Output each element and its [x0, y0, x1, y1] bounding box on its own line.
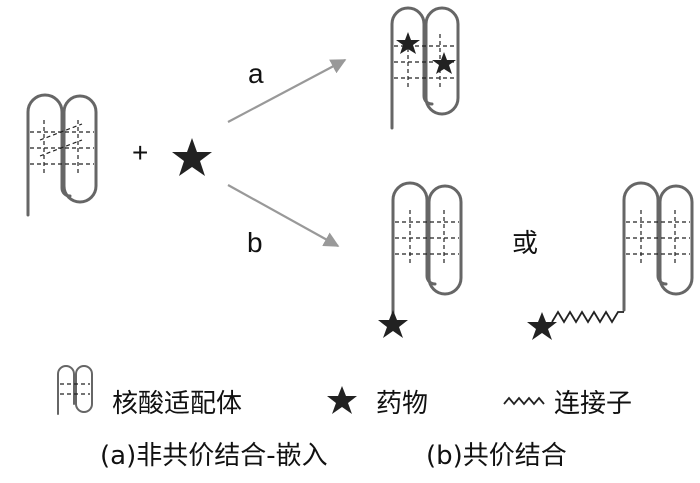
- caption-b: (b)共价结合: [426, 441, 567, 471]
- star-icon: [327, 386, 357, 414]
- legend-aptamer-label: 核酸适配体: [112, 389, 242, 419]
- aptamer-intercalated: [390, 6, 460, 130]
- legend-linker-label: 连接子: [554, 389, 632, 419]
- aptamer-icon: [57, 365, 93, 415]
- path-label-a: a: [248, 58, 264, 89]
- aptamer-free: [26, 93, 98, 217]
- legend: 核酸适配体 药物 连接子: [57, 365, 632, 419]
- or-label: 或: [512, 229, 538, 259]
- arrow-icon: [227, 184, 340, 247]
- star-icon: [172, 138, 212, 176]
- aptamer-covalent-linker: [527, 181, 694, 340]
- linker-wave-icon: [503, 396, 545, 406]
- plus-sign: +: [132, 137, 148, 168]
- star-icon: [378, 310, 408, 338]
- linker-wave-icon: [551, 310, 624, 324]
- path-label-b: b: [247, 227, 263, 258]
- star-icon: [432, 52, 456, 74]
- star-icon: [396, 32, 420, 54]
- caption-a: (a)非共价结合-嵌入: [100, 441, 328, 471]
- arrow-icon: [227, 59, 347, 123]
- legend-drug-label: 药物: [376, 389, 428, 419]
- aptamer-covalent-direct: [378, 181, 463, 338]
- star-icon: [527, 312, 557, 340]
